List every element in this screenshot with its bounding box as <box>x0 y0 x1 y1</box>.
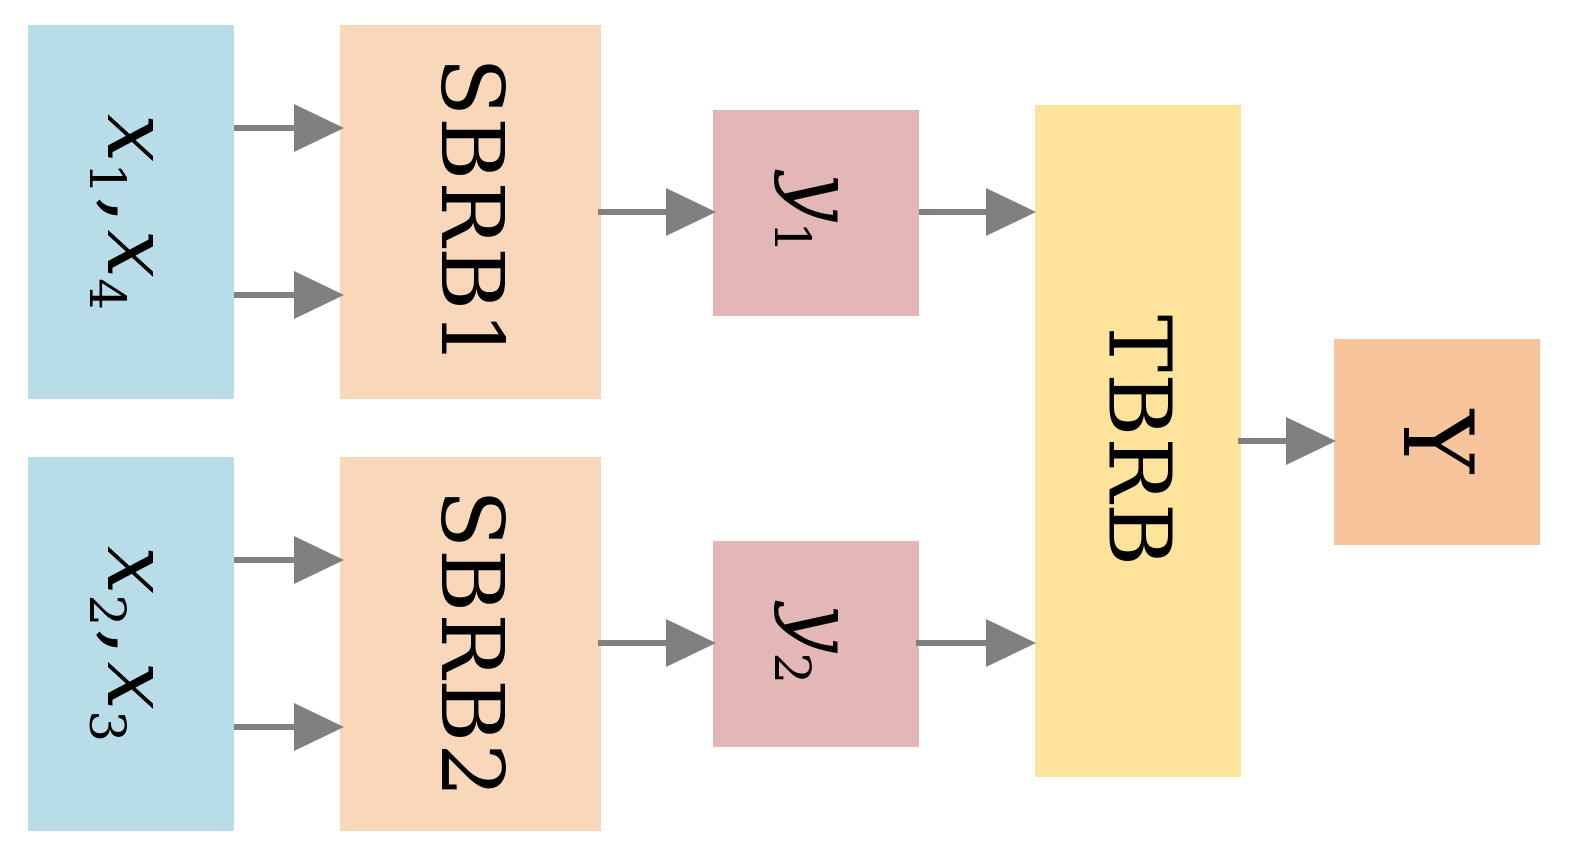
sbrb2-block: SBRB2 <box>340 457 601 831</box>
arrow-y2-to-tbrb <box>916 619 1036 667</box>
intermediate-block-y2: y2 <box>713 541 919 747</box>
arrow-input2-to-sbrb2-bottom <box>234 703 344 751</box>
intermediate-block-y1: y1 <box>713 110 919 316</box>
input-block-x2-x3: x2,x3 <box>28 457 234 831</box>
sbrb1-block: SBRB1 <box>340 25 601 399</box>
output-block: Y <box>1334 339 1540 545</box>
tbrb-block: TBRB <box>1035 105 1241 777</box>
arrow-input1-to-sbrb1-top <box>234 104 344 152</box>
arrow-input1-to-sbrb1-bottom <box>234 271 344 319</box>
arrow-input2-to-sbrb2-top <box>234 536 344 584</box>
arrow-sbrb1-to-y1 <box>598 188 716 236</box>
arrow-y1-to-tbrb <box>919 188 1036 236</box>
arrow-sbrb2-to-y2 <box>598 619 716 667</box>
arrow-tbrb-to-output <box>1238 417 1336 465</box>
input-block-x1-x4: x1,x4 <box>28 25 234 399</box>
